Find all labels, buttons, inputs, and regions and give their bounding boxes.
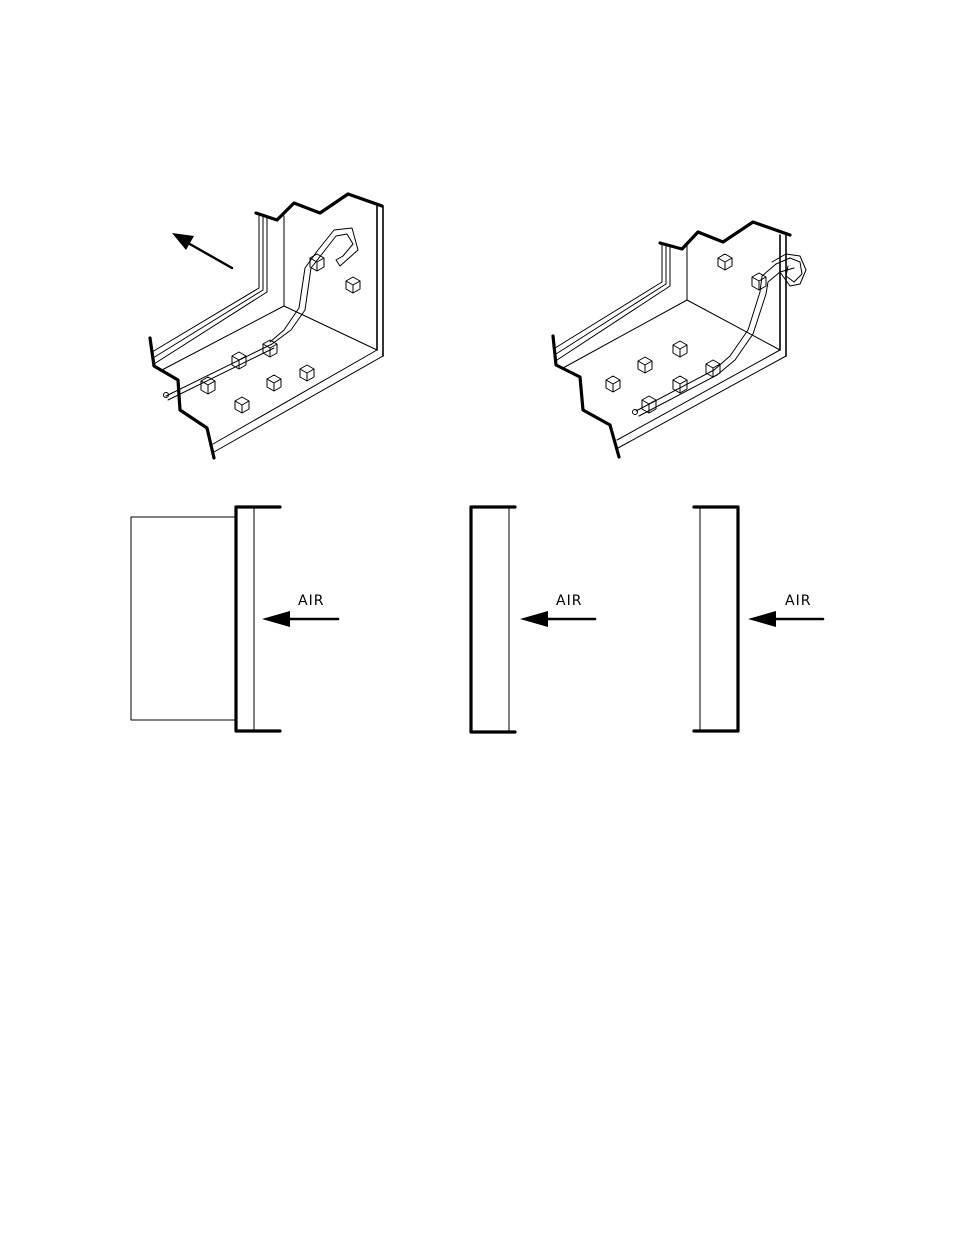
isometric-view-right [553, 222, 806, 457]
break-line-left [150, 338, 214, 458]
mounting-block [346, 277, 360, 293]
attached-box [131, 517, 236, 720]
direction-arrow-icon [172, 233, 232, 268]
tube-fitting [752, 273, 766, 290]
break-line-left [553, 336, 619, 457]
mounting-block [673, 341, 687, 357]
tube-fitting [642, 396, 656, 413]
mounting-block [638, 357, 652, 373]
back-wall [662, 235, 786, 356]
break-line-top [256, 194, 382, 220]
mounting-block [718, 254, 732, 270]
tube-fitting [201, 377, 215, 394]
panel-frame [471, 507, 515, 732]
floor-edges [617, 350, 786, 448]
tube-fitting [263, 340, 277, 357]
air-arrow-icon [748, 611, 823, 627]
tube-fitting [673, 376, 687, 393]
back-wall [259, 206, 383, 356]
side-wall [152, 288, 284, 371]
tube-fitting [706, 360, 720, 377]
side-wall [555, 282, 687, 368]
mounting-block [300, 365, 314, 381]
mounting-block [235, 397, 249, 413]
air-arrow-icon [262, 611, 338, 627]
air-label: AIR [785, 593, 811, 609]
air-label: AIR [556, 593, 582, 609]
airflow-panel-right: AIR [694, 507, 823, 731]
mounting-block [267, 375, 281, 391]
isometric-view-left [150, 194, 383, 458]
airflow-panel-with-box: AIR [131, 507, 338, 731]
mounting-block [606, 376, 620, 392]
break-line-top [660, 222, 790, 249]
tube-fitting [232, 352, 246, 369]
air-arrow-icon [520, 611, 595, 627]
panel-frame [694, 507, 738, 731]
airflow-panel-middle: AIR [471, 507, 595, 732]
tube-fitting [310, 254, 324, 271]
sensing-tube [164, 228, 359, 400]
air-label: AIR [298, 593, 324, 609]
